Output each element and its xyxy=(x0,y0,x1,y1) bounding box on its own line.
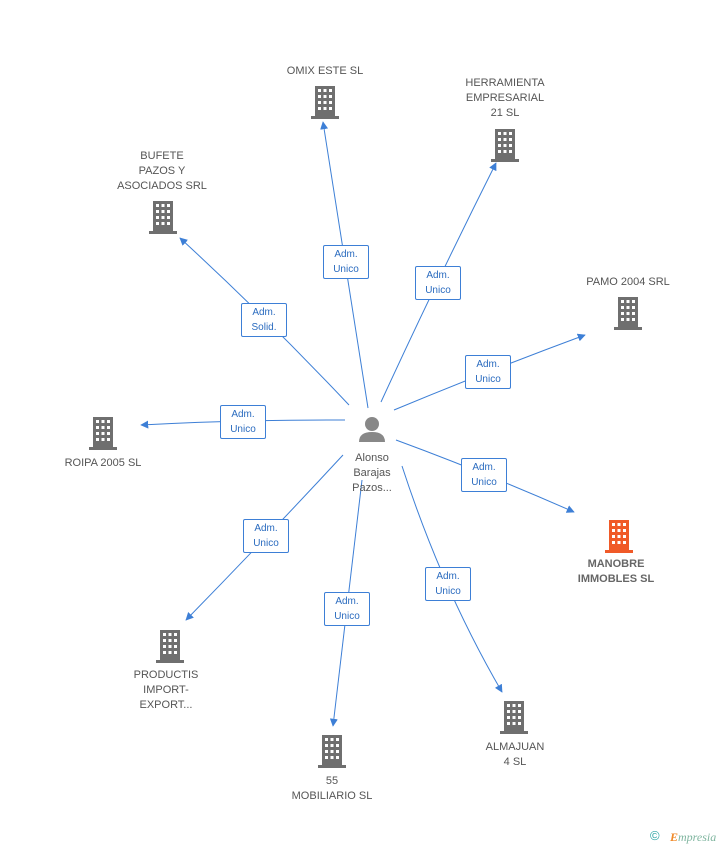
manobre-building-icon[interactable] xyxy=(605,520,633,553)
roipa-building-icon[interactable] xyxy=(89,417,117,450)
node-label-omix[interactable]: OMIX ESTE SL xyxy=(286,65,364,77)
pamo-building-icon[interactable] xyxy=(614,297,642,330)
edge-label-bufete[interactable]: Adm. Solid. xyxy=(241,303,287,337)
bufete-building-icon[interactable] xyxy=(149,201,177,234)
copyright-icon: © xyxy=(650,828,660,843)
mobiliario-building-icon[interactable] xyxy=(318,735,346,768)
node-label-mobiliario[interactable]: 55 MOBILIARIO SL xyxy=(291,775,373,802)
node-label-productis[interactable]: PRODUCTIS IMPORT- EXPORT... xyxy=(133,669,199,711)
productis-building-icon[interactable] xyxy=(156,630,184,663)
edge-label-herramienta[interactable]: Adm. Unico xyxy=(415,266,461,300)
node-label-almajuan[interactable]: ALMAJUAN 4 SL xyxy=(485,741,545,768)
node-label-manobre[interactable]: MANOBRE IMMOBLES SL xyxy=(577,558,655,585)
node-label-roipa[interactable]: ROIPA 2005 SL xyxy=(64,457,142,469)
edge-label-mobiliario[interactable]: Adm. Unico xyxy=(324,592,370,626)
node-label-herramienta[interactable]: HERRAMIENTA EMPRESARIAL 21 SL xyxy=(465,77,545,119)
center-person-name[interactable]: Alonso Barajas Pazos... xyxy=(352,452,392,494)
edge-label-roipa[interactable]: Adm. Unico xyxy=(220,405,266,439)
almajuan-building-icon[interactable] xyxy=(500,701,528,734)
node-label-bufete[interactable]: BUFETE PAZOS Y ASOCIADOS SRL xyxy=(117,150,207,192)
edge-label-omix[interactable]: Adm. Unico xyxy=(323,245,369,279)
omix-building-icon[interactable] xyxy=(311,86,339,119)
herramienta-building-icon[interactable] xyxy=(491,129,519,162)
edge-label-almajuan[interactable]: Adm. Unico xyxy=(425,567,471,601)
edge-label-manobre[interactable]: Adm. Unico xyxy=(461,458,507,492)
edge-label-productis[interactable]: Adm. Unico xyxy=(243,519,289,553)
edge-label-pamo[interactable]: Adm. Unico xyxy=(465,355,511,389)
person-icon[interactable] xyxy=(359,417,385,442)
brand-logo: Empresia xyxy=(670,830,717,844)
node-label-pamo[interactable]: PAMO 2004 SRL xyxy=(586,276,670,288)
